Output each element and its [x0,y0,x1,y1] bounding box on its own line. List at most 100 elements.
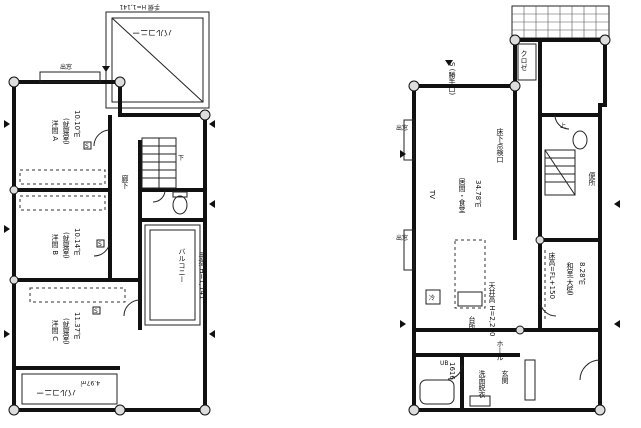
floor1-up-label: 上 [560,122,566,130]
door-washitsu [539,299,557,317]
floor1-stair [544,149,576,196]
bath-size: 1616 [448,362,456,380]
f1-marker-top [445,60,453,66]
marker-right-2 [209,200,215,208]
room-c-area: 11.37㎡ [73,312,81,340]
door-room-b [93,239,111,257]
room-b-s-box [96,239,105,248]
washroom-label: 洗面脱衣 [478,369,486,399]
floor1-toilet-fixture [572,130,588,150]
room-a-name: 洋間 A [51,119,59,141]
right-balcony [144,224,201,326]
floor1-bay-left-1-label: 出窓 [396,124,408,132]
closet-c [29,287,126,303]
washitsu-area: 8.28㎡ [578,262,586,285]
col-8 [9,275,19,285]
ldk-tv: TV [428,189,436,199]
washbasin [469,395,491,407]
f1-marker-left-1 [400,150,406,158]
shoe-box [524,359,536,401]
ldk-area: 34.78㎡ [474,180,482,208]
room-b-area: 10.14㎡ [73,228,81,256]
marker-left-1 [4,120,10,128]
floor1-bay-left-1 [403,119,415,161]
marker-left-2 [4,225,10,233]
col-3 [8,404,20,416]
f1-col-5 [599,34,611,46]
floor1-entrance-mark: S (勝手口) [448,62,456,95]
floor2-bay-window [39,71,101,83]
room-c-name: 洋間 C [51,319,59,341]
marker-top [102,66,110,72]
f1-col-6 [509,34,521,46]
floor1-closet [517,43,537,81]
fridge [425,289,441,305]
f1-col-8 [515,325,525,335]
bottom-balcony-label: バルコニー [36,388,76,397]
floor2-plan: 手摺 H=1,141 バルコニー 出窓 下 廊下 [4,3,215,416]
washitsu-note: 床高=FL+150 [548,251,556,299]
room-b-use: (就寝室) [62,232,70,259]
washitsu-name: 和室(大壁) [566,261,574,296]
kitchen-label: 台所 [468,315,476,331]
door-toilet-1f [554,114,570,130]
f1-col-7 [535,235,545,245]
top-balcony-diagonal [111,17,204,103]
room-b-s: S [98,241,102,248]
col-1 [8,76,20,88]
closet-b [19,195,106,211]
floor2-down-label: 下 [178,155,184,162]
room-a-area: 10.10㎡ [73,110,81,138]
floor1-closet-label: クロゼ [520,50,528,71]
floor2-toilet-fixture [172,195,188,215]
kitchen-sink [457,291,483,307]
room-b-name: 洋間 B [51,233,59,255]
closet-a [19,169,106,185]
f1-col-4 [594,404,606,416]
col-5 [199,109,211,121]
f1-marker-left-2 [400,320,406,328]
marker-left-3 [4,330,10,338]
col-7 [9,185,19,195]
room-c-s: S [94,308,98,315]
room-c-s-box [92,306,101,315]
kitchen-counter [454,239,486,309]
f1-marker-right-1 [614,200,620,208]
floor1-bay-left-2 [403,229,415,271]
room-a-s: S [85,143,89,150]
right-balcony-rail-label: 手摺 H=1,141 [198,251,206,299]
right-balcony-inner [149,229,196,321]
marker-right-1 [209,120,215,128]
floor1-plan: クロゼ 居間・食堂 34.78㎡ TV 床下点検口 S (勝手口) 冷 台所 天… [396,5,620,416]
room-a-use: (就寝室) [62,118,70,145]
f1-col-1 [408,80,420,92]
floor2-stair [141,137,177,189]
genkan-label: 玄関 [501,369,509,385]
marker-right-3 [209,330,215,338]
floor2-toilet-tank [172,191,188,198]
bath-name: UB [440,360,449,367]
top-balcony-inner [111,17,204,103]
right-balcony-label: バルコニー [178,248,186,283]
f1-col-2 [509,80,521,92]
porch-tile-grid [512,6,609,38]
col-2 [114,76,126,88]
bottom-balcony [21,373,118,405]
top-balcony-rail-label: 手摺 H=1,141 [119,3,160,11]
top-balcony-label: バルコニー [132,28,172,37]
f1-marker-right-2 [614,320,620,328]
bottom-balcony-area: 4.97㎡ [81,379,100,387]
floor1-toilet-label: 便所 [588,171,596,187]
floor1-bay-left-2-label: 出窓 [396,234,408,242]
floor2-window-label: 出窓 [60,63,72,71]
door-bath [447,364,463,380]
room-a-s-box [83,141,92,150]
door-room-a [93,129,111,147]
floor1-hall-label: ホール [496,340,504,361]
door-room-c [123,299,141,317]
col-6 [114,404,126,416]
fridge-label: 冷 [429,294,435,302]
ldk-name: 居間・食堂 [458,178,466,213]
floor1-drain-label: 床下点検口 [496,127,504,163]
